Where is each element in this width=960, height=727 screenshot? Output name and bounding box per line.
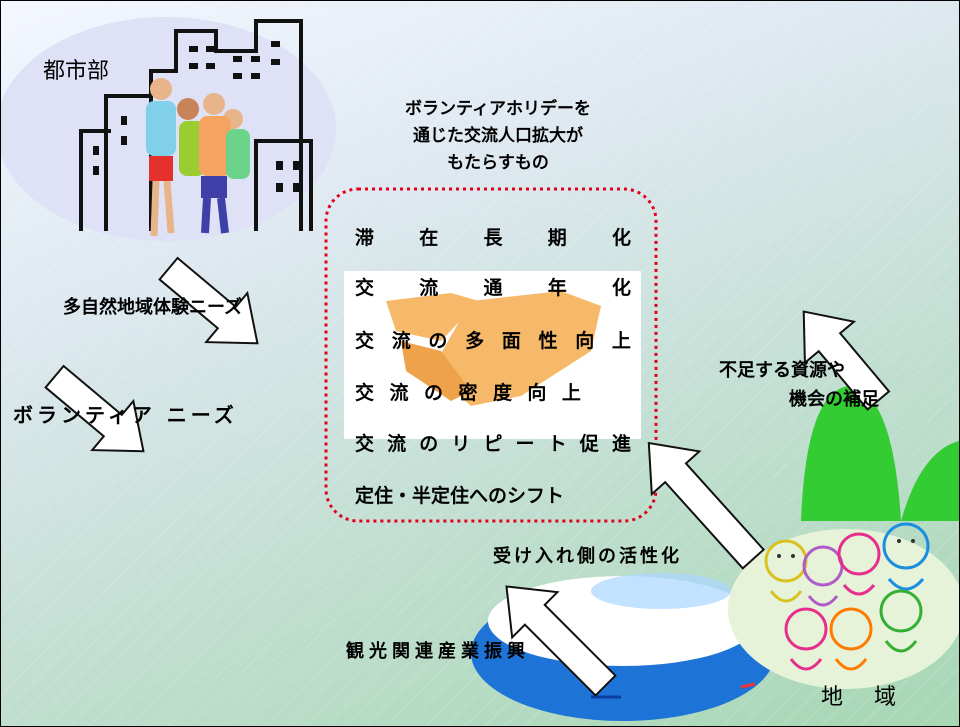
walking-people-illustration [146, 78, 250, 237]
benefit-item: 滞在長期化 [355, 227, 631, 249]
volunteer-needs-label: ボランティア ニーズ [13, 403, 238, 427]
center-dotted-box [324, 187, 658, 523]
benefit-item: 交流の多面性向上 [355, 330, 631, 352]
city-buildings-illustration [79, 19, 313, 231]
benefit-item: 交流の密度向上 [355, 382, 581, 404]
arrow-up-left-2 [647, 441, 766, 570]
arrow-to-center-2 [44, 364, 145, 453]
building-windows [93, 41, 300, 192]
benefit-item: 交流のリピート促進 [355, 433, 631, 455]
tourism-promotion-label: 観光関連産業振興 [346, 641, 530, 662]
arrow-to-center-1 [158, 256, 259, 345]
resource-supplement-label-2: 機会の補足 [789, 389, 879, 410]
center-title-line-3: もたらすもの [447, 153, 549, 173]
center-title-line-2: 通じた交流人口拡大が [413, 126, 583, 146]
arrow-up-left-1 [802, 310, 891, 411]
region-label: 地 域 [821, 685, 908, 710]
green-hill-right [901, 441, 959, 521]
community-faces-illustration [764, 522, 930, 671]
green-hill [801, 386, 901, 521]
center-title: ボランティアホリデーを 通じた交流人口拡大が もたらすもの [358, 96, 638, 177]
benefit-item: 定住・半定住へのシフト [355, 485, 565, 507]
benefit-item: 交流通年化 [355, 277, 631, 299]
city-label: 都市部 [43, 59, 110, 84]
arrow-up-left-3 [505, 585, 617, 697]
handshake-illustration [386, 291, 601, 406]
host-activation-label: 受け入れ側の活性化 [493, 546, 682, 567]
resource-supplement-label-1: 不足する資源や [719, 360, 845, 381]
center-title-line-1: ボランティアホリデーを [405, 99, 591, 119]
nature-experience-needs-label: 多自然地域体験ニーズ [63, 297, 243, 318]
